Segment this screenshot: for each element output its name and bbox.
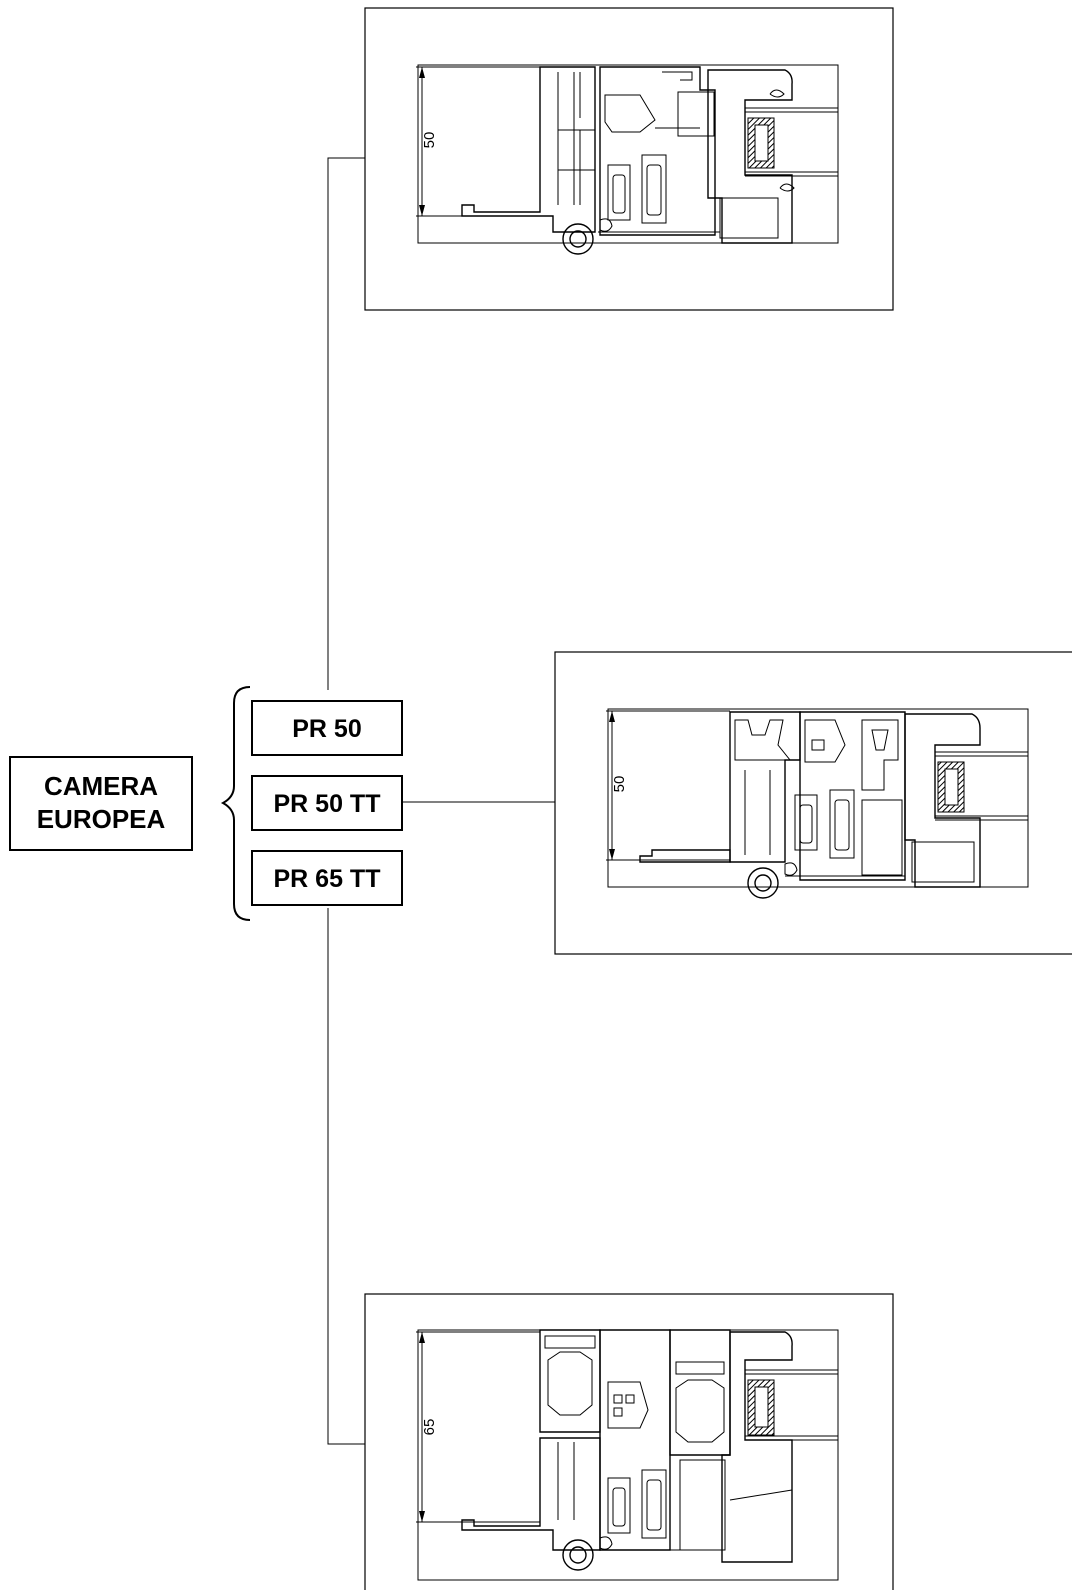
profile-box-pr50[interactable]: PR 50: [251, 700, 403, 756]
profile-box-pr65tt[interactable]: PR 65 TT: [251, 850, 403, 906]
dimension-line-pr65tt: 65: [416, 1331, 540, 1523]
profile-label-pr50: PR 50: [292, 715, 361, 743]
drawing-panel-pr50: 50: [364, 7, 894, 311]
profile-label-pr65tt: PR 65 TT: [274, 865, 381, 893]
profile-box-pr50tt[interactable]: PR 50 TT: [251, 775, 403, 831]
dimension-value-pr65tt: 65: [421, 1419, 438, 1436]
category-box: CAMERA EUROPEA: [9, 756, 193, 851]
drawing-panel-pr65tt: 65: [364, 1293, 894, 1590]
connector-lines: [327, 157, 555, 1445]
connector-pr65tt: [327, 908, 365, 1445]
dimension-value-pr50tt: 50: [611, 776, 628, 793]
grouping-brace: [220, 686, 251, 921]
drawing-panel-pr50tt: 50: [554, 651, 1072, 955]
dimension-value-pr50: 50: [421, 132, 438, 149]
category-line-2: EUROPEA: [37, 804, 166, 834]
profile-label-pr50tt: PR 50 TT: [274, 790, 381, 818]
dimension-line-pr50tt: 50: [606, 710, 730, 861]
connector-pr50: [327, 157, 365, 690]
category-line-1: CAMERA: [44, 771, 158, 801]
